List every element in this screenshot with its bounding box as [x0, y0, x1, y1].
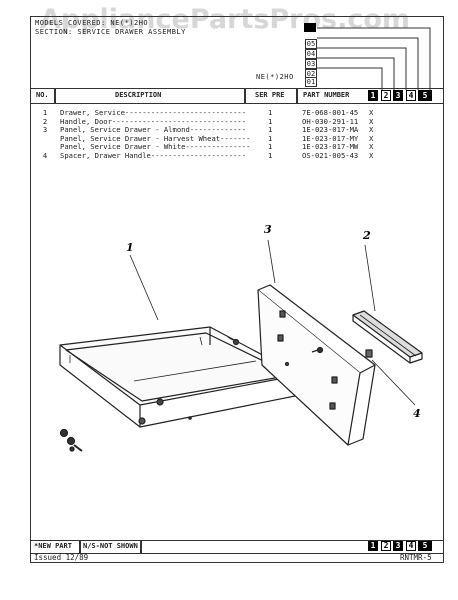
callout-2: 2: [362, 229, 371, 242]
part-number: 1E-023-017-MW: [302, 142, 359, 152]
column-header-bar: [30, 88, 443, 104]
leader-line: [371, 359, 416, 406]
footer-col-4: 4: [406, 541, 416, 551]
part-description: Panel, Service Drawer - Almond----------…: [60, 125, 247, 135]
front-panel-part: [257, 284, 376, 446]
issued-date: Issued 12/89: [34, 553, 89, 562]
footer-col-2: 2: [381, 541, 391, 551]
part-qty: 1: [268, 133, 273, 143]
part-qty: 1: [268, 116, 273, 126]
part-qty: 1: [268, 108, 273, 117]
part-qty: 1: [268, 150, 273, 160]
part-mark: X: [369, 116, 374, 126]
part-number: 1E-023-017-MA: [302, 125, 359, 135]
page-id: RNTMR-5: [400, 553, 432, 562]
part-number: OS-021-005-43: [302, 150, 359, 160]
part-number: 7E-068-001-45: [302, 108, 359, 117]
callout-4: 4: [413, 407, 421, 420]
part-description: Panel, Service Drawer - Harvest Wheat---…: [60, 133, 251, 143]
footer-col-3: 3: [393, 541, 403, 551]
handle-part: [352, 310, 423, 364]
part-no: 1: [42, 108, 48, 117]
part-mark: X: [369, 108, 374, 117]
new-part-legend: *NEW PART: [34, 542, 72, 550]
part-qty: 1: [268, 125, 273, 135]
part-description: Handle, Door----------------------------…: [60, 116, 247, 126]
callout-1: 1: [126, 241, 134, 254]
part-mark: X: [369, 125, 374, 135]
spacer-part: [365, 349, 373, 358]
part-mark: X: [369, 142, 374, 152]
leader-line: [364, 244, 376, 312]
footer-separator: [140, 540, 142, 554]
page-frame: [30, 16, 444, 563]
version-index-ladder: [304, 23, 431, 90]
product-col-4: 4: [406, 90, 416, 101]
version-box-01: 01: [305, 77, 317, 87]
product-col-5: 5: [418, 90, 432, 101]
col-part-number: PART NUMBER: [303, 91, 350, 99]
part-number: OH-030-291-11: [302, 116, 359, 126]
part-description: Drawer, Service-------------------------…: [60, 108, 247, 117]
part-qty: 1: [268, 142, 273, 152]
ne-model-label: NE(*)2HO: [256, 73, 294, 81]
part-mark: X: [369, 133, 374, 143]
model-line: MODELS COVERED: NE(*)2HO: [35, 19, 149, 27]
col-separator: [296, 88, 298, 104]
col-separator: [244, 88, 246, 104]
part-mark: X: [369, 150, 374, 160]
col-description: DESCRIPTION: [115, 91, 162, 99]
leader-line: [267, 239, 276, 284]
screw-group: [59, 428, 83, 452]
part-description: Panel, Service Drawer - White-----------…: [60, 142, 251, 152]
footer-col-1: 1: [368, 541, 378, 551]
product-col-1: 1: [368, 90, 378, 101]
part-number: 1E-023-017-MY: [302, 133, 359, 143]
callout-3: 3: [264, 223, 272, 236]
drawer-part: [59, 326, 301, 428]
footer-col-5: 5: [418, 541, 432, 551]
not-shown-legend: N/S-NOT SHOWN: [83, 542, 138, 550]
col-ser-pre: SER PRE: [255, 91, 285, 99]
part-no: 4: [42, 150, 48, 160]
product-col-3: 3: [393, 90, 403, 101]
part-no: 3: [42, 125, 48, 135]
part-description: Spacer, Drawer Handle-------------------…: [60, 150, 247, 160]
product-col-2: 2: [381, 90, 391, 101]
version-box-03: 03: [305, 59, 317, 69]
version-box-05: 05: [305, 39, 317, 49]
exploded-diagram: 1 3 2 4: [59, 223, 423, 452]
footer-bar: [30, 540, 443, 554]
section-line: SECTION: SERVICE DRAWER ASSEMBLY: [35, 28, 186, 36]
footer-separator: [79, 540, 81, 554]
col-no: NO.: [36, 91, 49, 99]
leader-line: [129, 254, 159, 321]
col-separator: [54, 88, 56, 104]
version-box-04: 04: [305, 49, 317, 59]
part-no: 2: [42, 116, 48, 126]
